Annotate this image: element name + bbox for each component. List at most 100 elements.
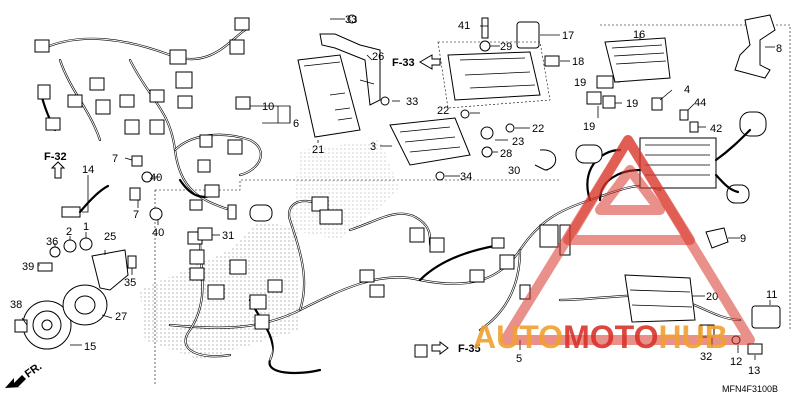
label-7a: 7 (112, 153, 118, 165)
part-27-horn-bracket (62, 284, 108, 326)
label-8: 8 (776, 43, 782, 55)
label-6: 6 (293, 118, 299, 130)
part-7a-clip (131, 155, 143, 167)
battery-tray-frame (437, 41, 551, 109)
label-33a: 33 (345, 14, 357, 26)
label-5: 5 (516, 353, 522, 365)
part-7b-clip (129, 187, 141, 201)
label-19b: 19 (626, 98, 638, 110)
label-38: 38 (10, 299, 22, 311)
label-34: 34 (460, 171, 472, 183)
part-30-clip (534, 149, 557, 171)
label-15: 15 (84, 341, 96, 353)
label-29: 29 (500, 41, 512, 53)
label-19c: 19 (583, 121, 595, 133)
part-18-relay (544, 55, 560, 67)
part-labels: 33 10 6 26 33 21 3 34 41 29 17 18 19 19 … (10, 14, 782, 377)
part-29-washer (479, 40, 491, 52)
part-19b-relay (586, 91, 602, 105)
part-11-unit (751, 305, 781, 329)
label-16: 16 (633, 29, 645, 41)
label-25: 25 (104, 231, 116, 243)
label-10: 10 (262, 101, 274, 113)
part-9-clamp (705, 227, 729, 249)
watermark-text: AUTOMOTOHUB (473, 319, 728, 355)
label-36: 36 (46, 236, 58, 248)
harness-frame-top (155, 179, 560, 191)
direction-label: FR. (23, 360, 44, 380)
label-40b: 40 (152, 227, 164, 239)
label-19a: 19 (574, 77, 586, 89)
part-20-cover (624, 274, 696, 323)
arrow-f33 (419, 54, 441, 70)
label-23: 23 (512, 136, 524, 148)
label-12: 12 (730, 356, 742, 368)
label-22a: 22 (437, 105, 449, 117)
part-22b-grommet (505, 123, 515, 133)
part-33b-bolt (380, 96, 390, 106)
label-7b: 7 (133, 209, 139, 221)
part-16-fuse-cover (604, 37, 671, 83)
label-17: 17 (562, 30, 574, 42)
part-39-bolt (37, 262, 53, 272)
label-40a: 40 (150, 172, 162, 184)
part-34-nut (435, 171, 445, 181)
part-21-ecu (297, 54, 361, 138)
label-18: 18 (572, 56, 584, 68)
label-21: 21 (312, 144, 324, 156)
part-22a-grommet (460, 109, 470, 119)
diagram-code: MFN4F3100B (722, 384, 778, 394)
part-8-cover (734, 14, 776, 79)
part-17-relay (516, 21, 540, 49)
f35-bolt (414, 344, 428, 358)
ref-label-f32: F-32 (44, 151, 67, 163)
arrow-fr (5, 375, 26, 388)
part-44-fuse (679, 109, 689, 121)
label-20: 20 (706, 291, 718, 303)
watermark-text-part3: HUB (658, 319, 727, 355)
part-35-bolt (127, 255, 137, 269)
label-32: 32 (700, 351, 712, 363)
part-14-sensor (61, 184, 110, 218)
arrow-f35 (431, 341, 449, 355)
part-13-bolt (747, 343, 763, 355)
ref-label-f35: F-35 (458, 343, 481, 355)
part-15-horn (22, 300, 72, 350)
arrow-f32 (50, 161, 66, 179)
label-26: 26 (372, 51, 384, 63)
label-22b: 22 (532, 123, 544, 135)
part-3-regulator (389, 117, 471, 166)
label-2: 2 (66, 226, 72, 238)
part-23-grommet (480, 126, 494, 140)
label-27: 27 (115, 311, 127, 323)
part-36-washer (49, 246, 61, 258)
part-25-bracket (91, 249, 129, 291)
label-41: 41 (458, 20, 470, 32)
label-9: 9 (740, 233, 746, 245)
part-4-fuse (651, 97, 663, 111)
label-4: 4 (684, 84, 690, 96)
watermark-text-part1: AUTO (473, 319, 563, 355)
label-3: 3 (370, 141, 376, 153)
part-28-collar (481, 146, 493, 158)
watermark-text-part2: MOTO (563, 319, 658, 355)
part-41-bolt (481, 17, 489, 39)
part-42-fuse (689, 121, 699, 133)
label-39: 39 (22, 261, 34, 273)
label-11: 11 (766, 289, 777, 301)
label-33b: 33 (406, 96, 418, 108)
label-13: 13 (748, 365, 760, 377)
part-19a-relay (596, 75, 614, 89)
label-35: 35 (124, 277, 136, 289)
leader-lines (21, 18, 775, 360)
label-42: 42 (710, 123, 722, 135)
sub-harness-6 (34, 17, 262, 220)
watermark-logo (500, 135, 755, 345)
part-38-bolt (14, 319, 28, 333)
part-2-collar (63, 239, 77, 253)
harness-frame-right (600, 24, 791, 330)
shaded-area-mid (290, 140, 400, 240)
label-30: 30 (508, 165, 520, 177)
label-31: 31 (222, 230, 234, 242)
